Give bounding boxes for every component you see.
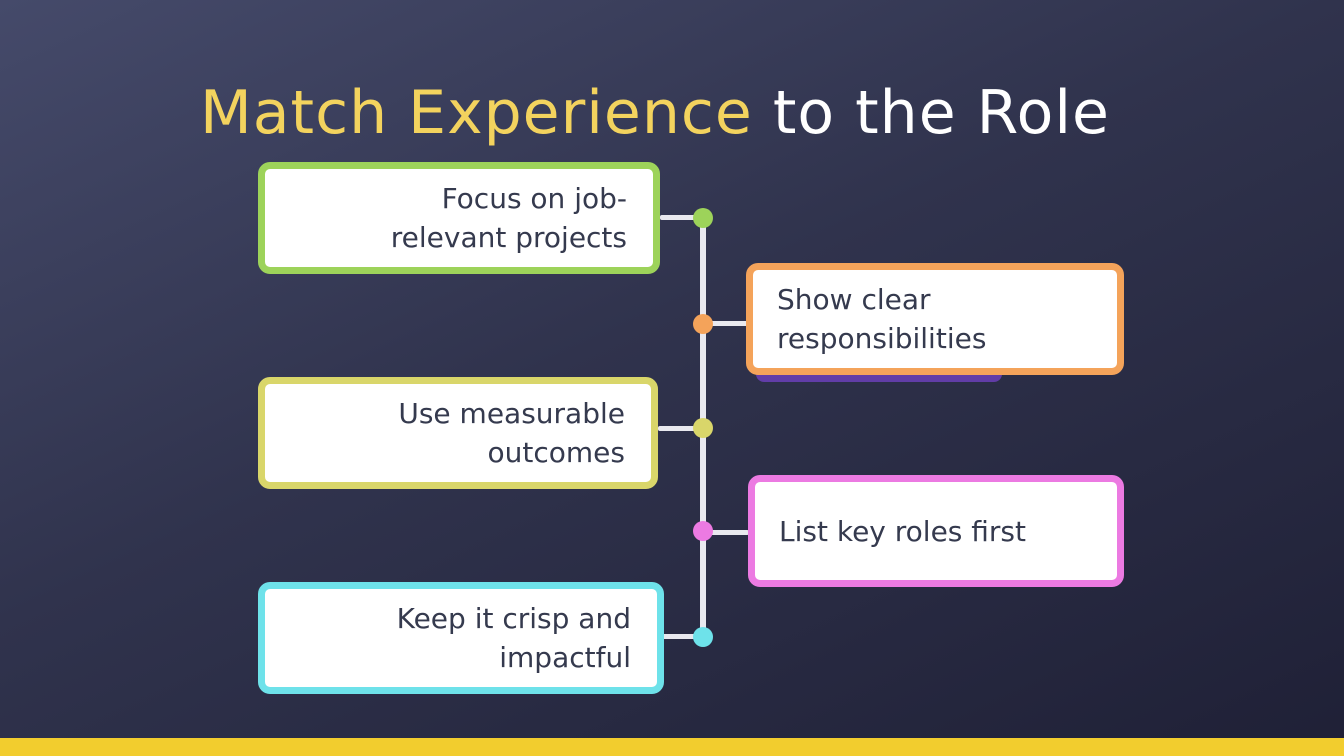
card-clear-responsibilities: Show clear responsibilities xyxy=(746,263,1124,375)
card-label: Focus on job-relevant projects xyxy=(390,182,627,254)
connector-5 xyxy=(662,634,704,639)
slide-title: Match Experience to the Role xyxy=(0,78,1310,148)
connector-2 xyxy=(703,321,749,326)
timeline-dot-3 xyxy=(693,418,713,438)
slide-title-rest: to the Role xyxy=(752,78,1110,149)
card-crisp-impactful: Keep it crisp and impactful xyxy=(258,582,664,694)
connector-3 xyxy=(658,426,704,431)
connector-4 xyxy=(703,530,749,535)
card-label: Show clear responsibilities xyxy=(777,283,987,355)
card-label: Keep it crisp and impactful xyxy=(396,602,631,674)
connector-1 xyxy=(660,215,704,220)
card-measurable-outcomes: Use measurable outcomes xyxy=(258,377,658,489)
timeline-dot-2 xyxy=(693,314,713,334)
card-key-roles: List key roles first xyxy=(748,475,1124,587)
timeline-dot-1 xyxy=(693,208,713,228)
card-label: List key roles first xyxy=(779,514,1026,548)
bottom-accent-bar xyxy=(0,738,1344,756)
card-focus-projects: Focus on job-relevant projects xyxy=(258,162,660,274)
card-label: Use measurable outcomes xyxy=(398,397,625,469)
timeline-dot-5 xyxy=(693,627,713,647)
timeline-dot-4 xyxy=(693,521,713,541)
slide-title-highlight: Match Experience xyxy=(200,78,753,149)
